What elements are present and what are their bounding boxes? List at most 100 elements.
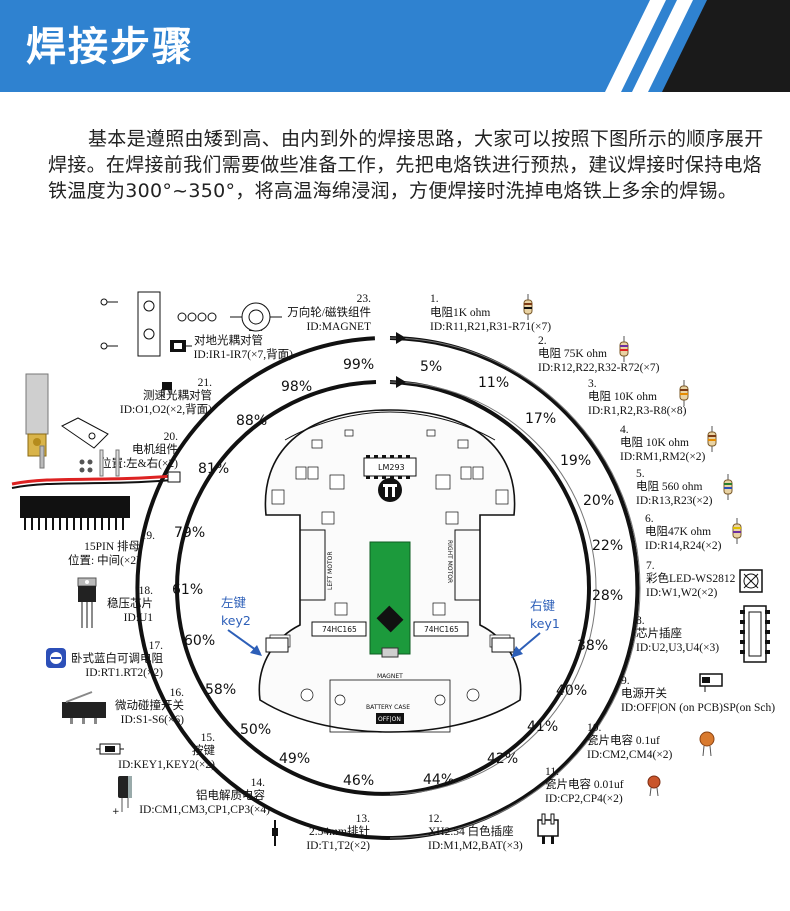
- chip-74hc165-left: [311, 621, 367, 637]
- item-6-name: 电阻47K ohm: [645, 525, 711, 538]
- speed-optocoupler-icon: [162, 382, 172, 398]
- magnet-label: MAGNET: [377, 673, 403, 680]
- item-9-num: 9.: [621, 675, 630, 687]
- caster-wheel-icon: [100, 291, 282, 357]
- item-3-name: 电阻 10K ohm: [588, 390, 657, 403]
- inner-ring: [175, 380, 591, 796]
- voltage-regulator-icon: [77, 577, 97, 628]
- outer-ring-arrow: [396, 332, 406, 344]
- pct-79: 79%: [174, 525, 205, 541]
- item-13-name: 2.54mm排针: [309, 824, 370, 838]
- item-14-num: 14.: [251, 777, 266, 789]
- battery-case-outline: [329, 679, 451, 733]
- item-22-id: ID:IR1-IR7(×7,背面): [194, 347, 294, 361]
- power-switch-box: [376, 713, 404, 724]
- pcb-key1: [491, 637, 515, 653]
- intro-paragraph: 基本是遵照由矮到高、由内到外的焊接思路，大家可以按照下图所示的顺序展开焊接。在焊…: [48, 128, 764, 202]
- pct-98: 98%: [281, 379, 312, 395]
- ceramic-cap-icon-1: [699, 731, 715, 757]
- right-motor-label: RIGHT MOTOR: [446, 540, 453, 583]
- pcb-chip-pins: [366, 455, 410, 479]
- item-10-name: 瓷片电容 0.1uf: [587, 733, 660, 747]
- item-4-num: 4.: [620, 424, 629, 436]
- chip-left-label: 74HC165: [322, 625, 357, 634]
- item-17-num: 17.: [149, 640, 164, 652]
- chip-lm293-label: LM293: [378, 463, 405, 472]
- item-1-id: ID:R11,R21,R31-R71(×7): [430, 321, 551, 333]
- pct-99-outer: 99%: [343, 357, 374, 373]
- item-15-id: ID:KEY1,KEY2(×2): [118, 759, 215, 771]
- item-19-name: 15PIN 排母: [84, 539, 140, 553]
- resistor-icon-6: [732, 518, 742, 544]
- item-3-num: 3.: [588, 378, 597, 390]
- item-8-id: ID:U2,U3,U4(×3): [636, 642, 719, 654]
- item-9-id: ID:OFF|ON (on PCB)SP(on Sch): [621, 702, 775, 714]
- item-21-num: 21.: [198, 377, 213, 389]
- item-11-id: ID:CP2,CP4(×2): [545, 793, 623, 805]
- item-2-name: 电阻 75K ohm: [538, 347, 607, 360]
- item-14-name: 铝电解质电容: [196, 788, 265, 802]
- led-ws2812-icon: [739, 569, 763, 593]
- electrolytic-cap-icon: +: [112, 776, 132, 817]
- push-button-icon: [96, 743, 124, 755]
- item-20-id: 位置:左&右(×2): [100, 456, 178, 470]
- item-9-name: 电源开关: [621, 686, 667, 700]
- usb-port: [381, 647, 399, 658]
- pct-40: 40%: [556, 683, 587, 699]
- trim-pot-icon: [46, 648, 66, 668]
- item-6-num: 6.: [645, 513, 654, 525]
- motor-assembly-icon: [11, 373, 181, 489]
- xh-socket-icon: [537, 813, 559, 844]
- resistor-icon-2: [619, 336, 629, 362]
- switch-label: OFF|ON: [378, 716, 401, 723]
- item-8-num: 8.: [636, 615, 645, 627]
- item-23-id: ID:MAGNET: [306, 321, 371, 333]
- item-5-name: 电阻 560 ohm: [636, 480, 702, 493]
- pct-22: 22%: [592, 538, 623, 554]
- pct-11: 11%: [478, 375, 509, 391]
- pct-20: 20%: [583, 493, 614, 509]
- soldering-diagram: 5% 17% 19% 20% 22% 28% 38% 40% 41% 42% 4…: [11, 291, 775, 852]
- percent-labels: 5% 17% 19% 20% 22% 28% 38% 40% 41% 42% 4…: [172, 357, 623, 789]
- item-1-num: 1.: [430, 293, 439, 305]
- header-stripes: [605, 0, 790, 92]
- green-mcu-module: [369, 541, 411, 655]
- item-7-num: 7.: [646, 560, 655, 572]
- item-2-num: 2.: [538, 335, 547, 347]
- pcb-board: BATTERY CASE OFF|ON LEFT MOTOR RIGHT MOT…: [258, 409, 522, 733]
- pcb-logo: [378, 478, 402, 502]
- item-12-id: ID:M1,M2,BAT(×3): [428, 840, 523, 852]
- pin-header-icon: [272, 820, 278, 846]
- pct-5: 5%: [420, 359, 442, 375]
- pct-46: 46%: [343, 773, 374, 789]
- pct-61: 61%: [172, 582, 203, 598]
- power-switch-icon: [699, 673, 723, 692]
- pct-44: 44%: [423, 772, 454, 788]
- chip-right-label: 74HC165: [424, 625, 459, 634]
- item-10-id: ID:CM2,CM4(×2): [587, 749, 673, 761]
- right-key-label-cn: 右键: [530, 598, 556, 613]
- pct-88: 88%: [236, 413, 267, 429]
- item-11-name: 瓷片电容 0.01uf: [545, 777, 624, 791]
- item-5-id: ID:R13,R23(×2): [636, 495, 713, 507]
- right-key-label-en: key1: [530, 616, 560, 631]
- item-23-num: 23.: [357, 293, 372, 305]
- item-19-id: 位置: 中间(×2): [68, 553, 140, 567]
- pct-81: 81%: [198, 461, 229, 477]
- item-6-id: ID:R14,R24(×2): [645, 540, 722, 552]
- item-21-id: ID:O1,O2(×2,背面): [120, 402, 212, 416]
- micro-switch-icon: [62, 691, 106, 724]
- item-4-id: ID:RM1,RM2(×2): [620, 451, 706, 463]
- left-motor-cavity: [300, 529, 326, 601]
- item-2-id: ID:R12,R22,R32-R72(×7): [538, 362, 660, 374]
- item-8-name: 芯片插座: [636, 626, 682, 640]
- item-7-name: 彩色LED-WS2812: [646, 571, 736, 585]
- pct-49: 49%: [279, 751, 310, 767]
- outer-ring-thin: [389, 337, 641, 839]
- resistor-icon-5: [723, 474, 733, 500]
- item-17-id: ID:RT1.RT2(×2): [85, 667, 163, 679]
- pcb-front-bumper: [284, 411, 496, 441]
- female-header-icon: [20, 496, 130, 530]
- page-title: 焊接步骤: [26, 24, 194, 70]
- chip-74hc165-right: [413, 621, 469, 637]
